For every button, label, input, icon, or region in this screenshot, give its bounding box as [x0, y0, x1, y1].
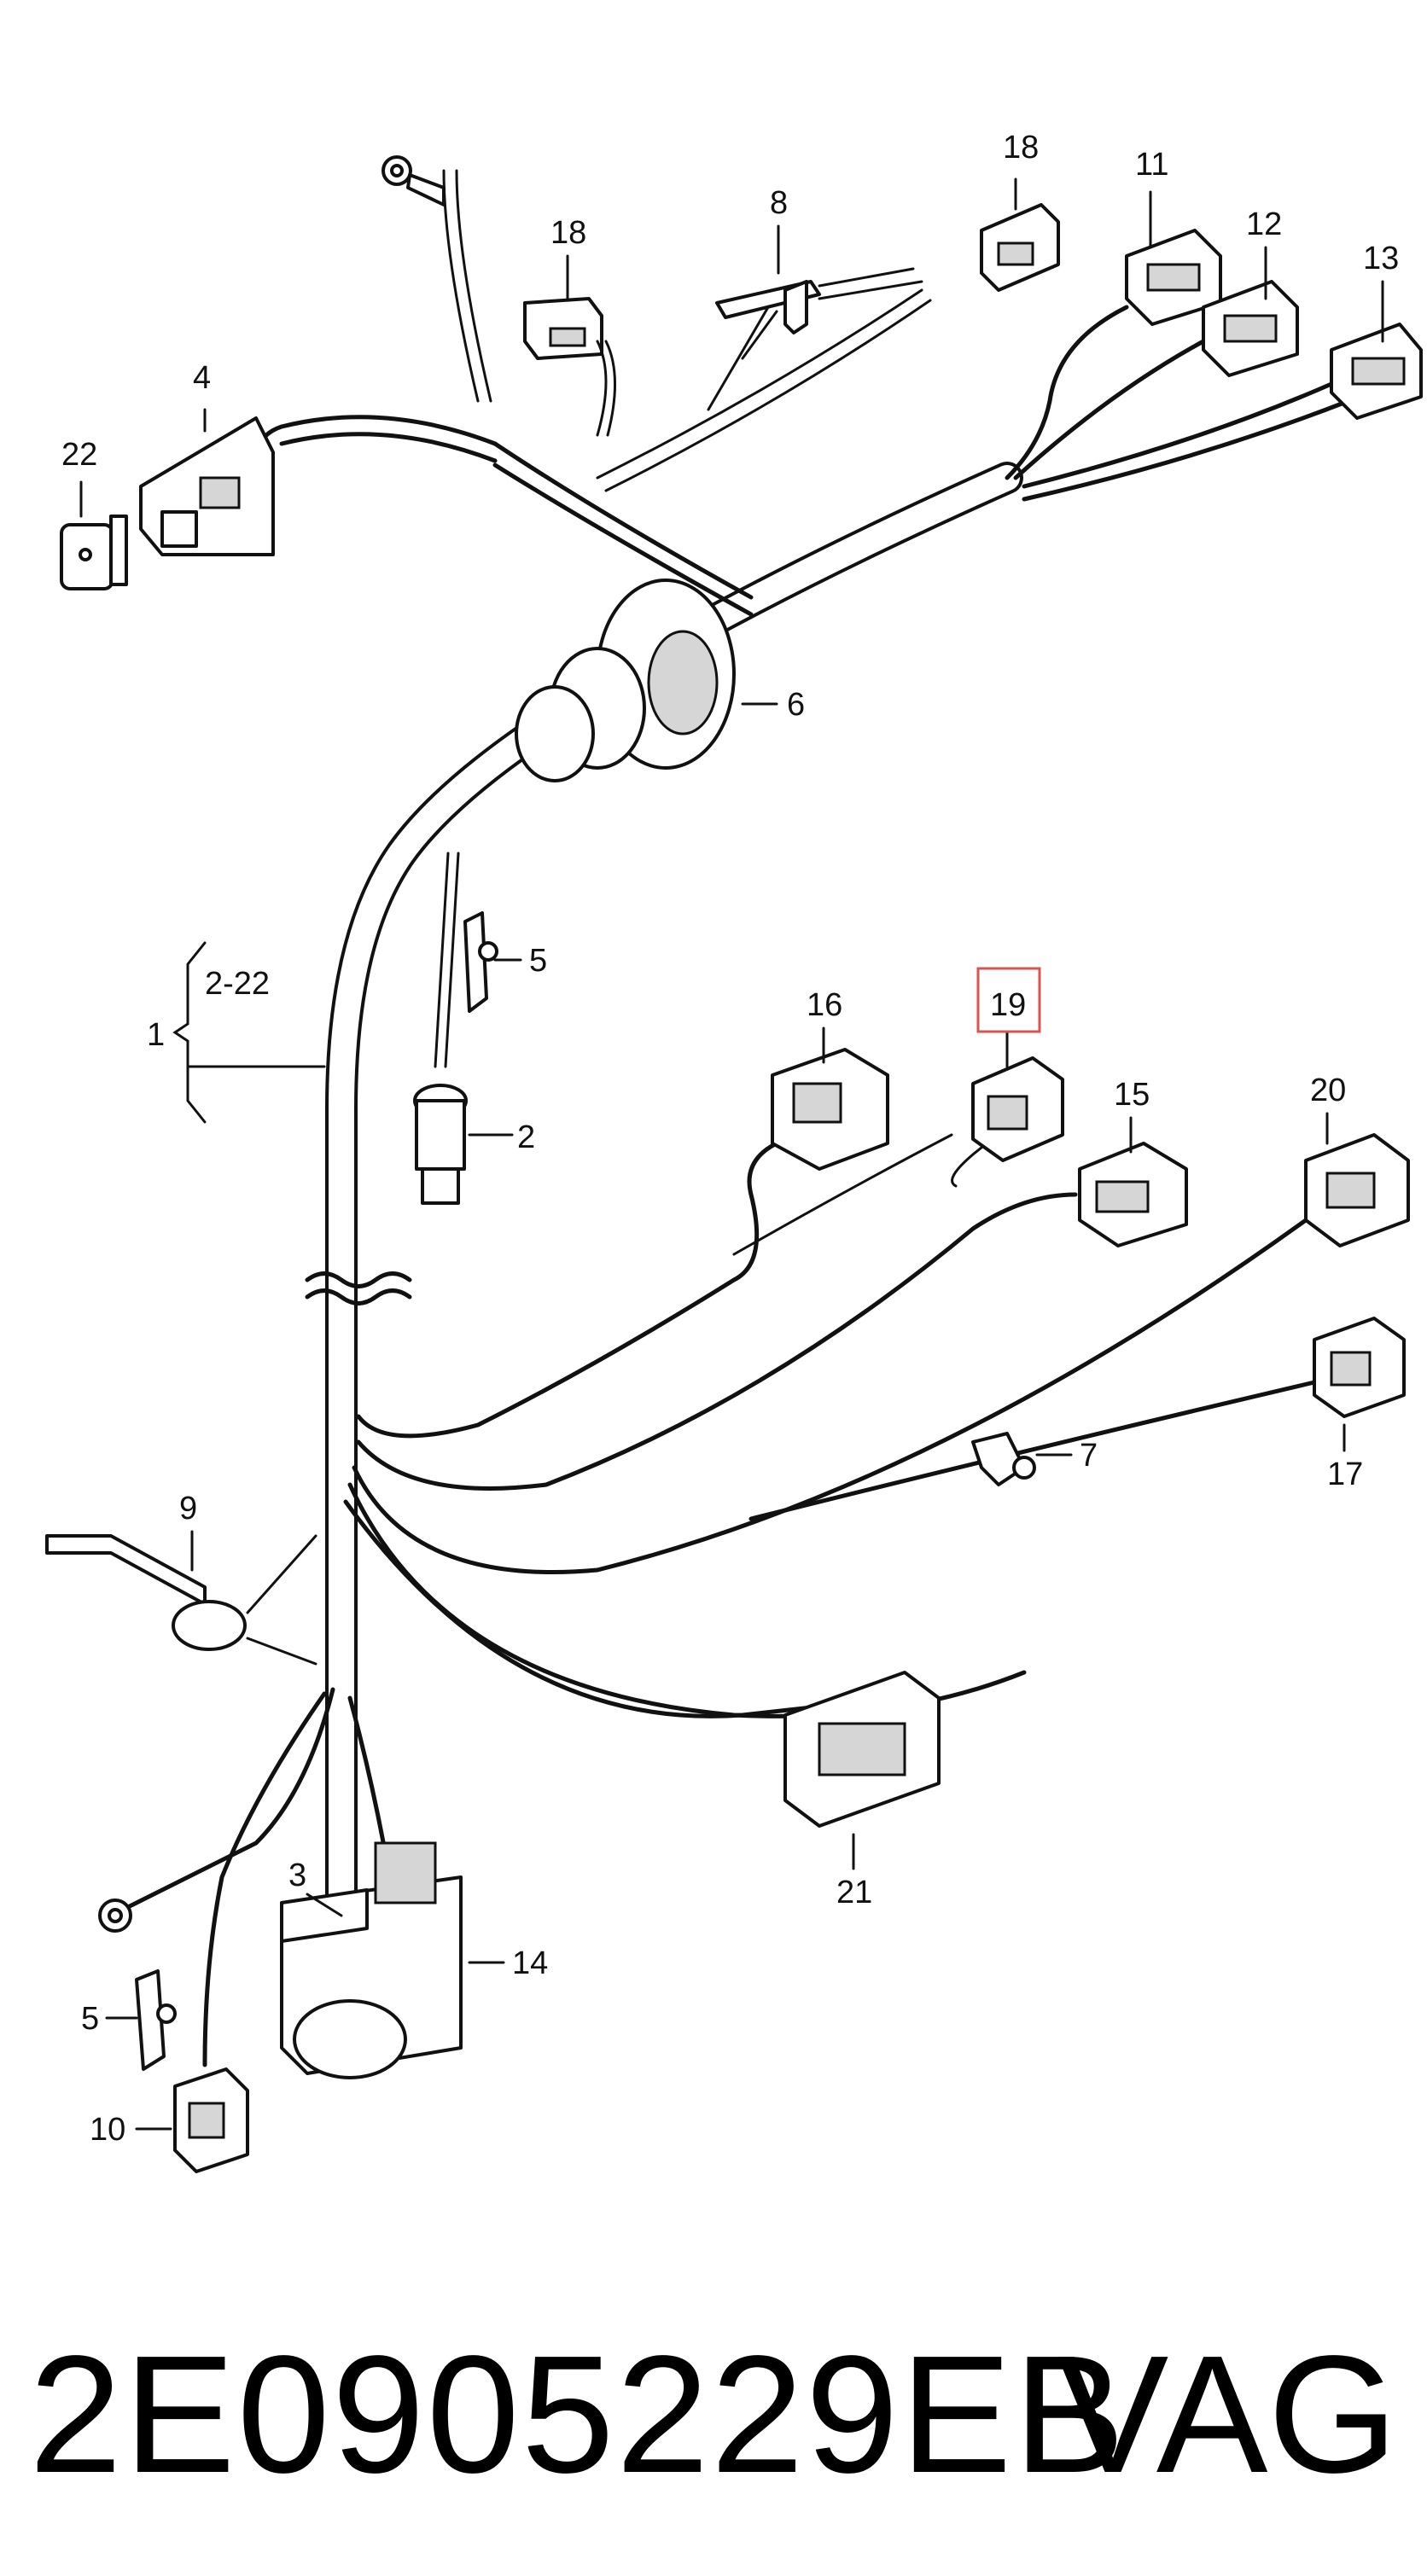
callout-16: 16: [807, 987, 842, 1023]
connector-part-18-left: [523, 297, 617, 437]
callout-20: 20: [1310, 1073, 1346, 1108]
clip-part-5-top: [463, 911, 498, 1013]
fuse-holder-part-4: [139, 416, 275, 556]
callout-6: 6: [787, 687, 805, 723]
cable-tie-part-9: [45, 1534, 317, 1666]
connector-part-17: [1313, 1317, 1406, 1418]
wiring-harness-diagram: 22 4 18 8 18 11 12 13 6 5 2-22 1 2 16 19…: [45, 130, 1423, 2173]
callout-19: 19: [990, 987, 1026, 1023]
sensor-branch: [434, 852, 460, 1068]
upper-left-branch: [253, 169, 754, 617]
connector-part-12: [1202, 280, 1299, 377]
fuse-part-22: [60, 515, 128, 590]
leader-lines: [79, 177, 1384, 2131]
callout-1: 1: [147, 1017, 165, 1053]
callout-labels: 22 4 18 8 18 11 12 13 6 5 2-22 1 2 16 19…: [61, 130, 1399, 2148]
callout-11: 11: [1135, 147, 1168, 183]
ring-terminal-top: [382, 155, 446, 206]
callout-4: 4: [193, 360, 211, 396]
callout-17: 17: [1327, 1457, 1363, 1492]
connector-part-19: [732, 1056, 1064, 1256]
callout-range: 2-22: [205, 966, 270, 1002]
callout-18-right: 18: [1003, 130, 1039, 166]
clip-part-5-bottom: [135, 1969, 177, 2071]
range-bracket: [172, 941, 326, 1124]
retainer-part-8: [596, 267, 932, 492]
callout-21: 21: [836, 1875, 872, 1910]
upper-right-branch: [1005, 305, 1351, 502]
part-number: 2E0905229EB: [29, 2321, 1127, 2508]
footer: 2E0905229EB VAG: [0, 2287, 1427, 2543]
actuator-part-14: [280, 1841, 463, 2079]
callout-2: 2: [517, 1119, 535, 1155]
connector-part-10: [173, 2067, 249, 2173]
callout-12: 12: [1246, 206, 1282, 242]
grommet-part-6: [515, 579, 736, 782]
callout-7: 7: [1080, 1438, 1098, 1474]
callout-5-bottom: 5: [81, 2001, 99, 2037]
brand-label: VAG: [1057, 2321, 1398, 2508]
sensor-part-2: [413, 1084, 468, 1205]
callout-22: 22: [61, 437, 97, 473]
connector-part-18-right: [980, 203, 1060, 292]
highlight-box-part-19: [976, 967, 1041, 1033]
callout-5-top: 5: [529, 943, 547, 979]
callout-13: 13: [1363, 241, 1399, 276]
connector-part-15: [1078, 1142, 1188, 1247]
callout-14: 14: [512, 1945, 548, 1981]
callout-18-left: 18: [550, 215, 586, 251]
connector-part-16: [771, 1048, 889, 1171]
clip-part-7: [971, 1432, 1036, 1486]
connector-part-21: [783, 1671, 941, 1828]
ring-terminal-bottom: [98, 1899, 132, 1933]
callout-9: 9: [179, 1491, 197, 1526]
callout-10: 10: [90, 2112, 125, 2148]
callout-15: 15: [1114, 1077, 1150, 1113]
connector-part-20: [1304, 1133, 1410, 1247]
callout-8: 8: [770, 185, 788, 221]
connector-part-13: [1330, 323, 1423, 420]
callout-3: 3: [288, 1858, 306, 1893]
